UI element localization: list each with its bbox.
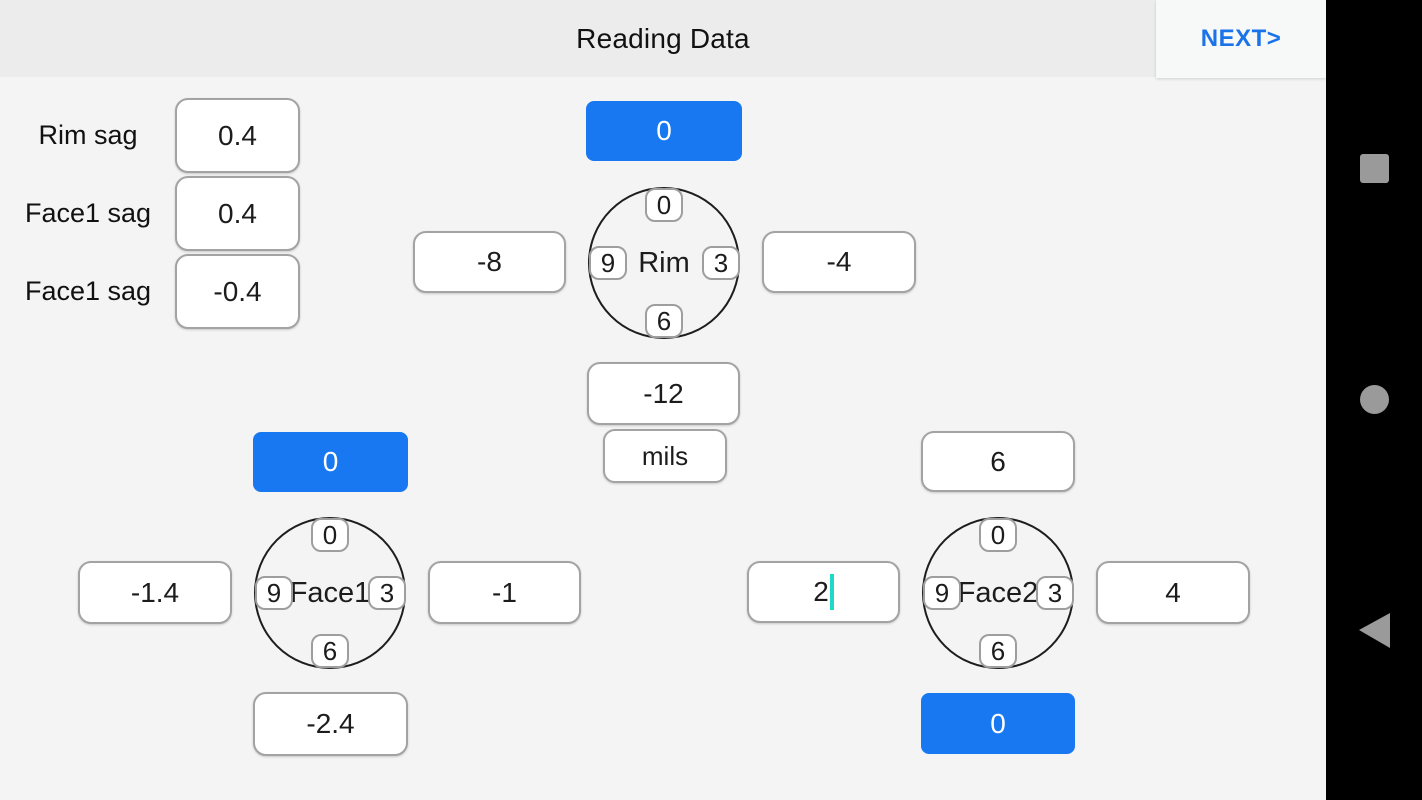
face1-right-value-input[interactable]: -1: [428, 561, 581, 624]
rim-left-value-input[interactable]: -8: [413, 231, 566, 293]
face2-clock-6[interactable]: 6: [979, 634, 1017, 668]
face1-clock-3[interactable]: 3: [368, 576, 406, 610]
face1-clock-12[interactable]: 0: [311, 518, 349, 552]
face1-clock-6[interactable]: 6: [311, 634, 349, 668]
face2-left-value-text: 2: [813, 576, 829, 607]
rim-sag-label: Rim sag: [38, 119, 138, 150]
next-button[interactable]: NEXT>: [1156, 0, 1326, 78]
rim-bottom-value-input[interactable]: -12: [587, 362, 740, 425]
face1-dial-name: Face1: [289, 576, 371, 609]
rim-dial-name: Rim: [638, 246, 690, 279]
page-title: Reading Data: [576, 22, 750, 54]
rim-clock-3[interactable]: 3: [702, 246, 740, 280]
face2-clock-12[interactable]: 0: [979, 518, 1017, 552]
header-bar: Reading Data: [0, 0, 1326, 77]
rim-top-value-button[interactable]: 0: [586, 101, 742, 161]
face1-clock-9[interactable]: 9: [255, 576, 293, 610]
face1-left-value-input[interactable]: -1.4: [78, 561, 232, 624]
face1-sag-label: Face1 sag: [24, 197, 152, 228]
face2-clock-3[interactable]: 3: [1036, 576, 1074, 610]
face2-sag-label: Face1 sag: [24, 275, 152, 306]
units-box: mils: [603, 429, 727, 483]
back-icon[interactable]: [1359, 613, 1390, 648]
face2-dial-name: Face2: [957, 576, 1039, 609]
face2-left-value-input[interactable]: 2: [747, 561, 900, 623]
rim-sag-input[interactable]: 0.4: [175, 98, 300, 173]
face1-top-value-button[interactable]: 0: [253, 432, 408, 492]
rim-clock-12[interactable]: 0: [645, 188, 683, 222]
next-button-label: NEXT>: [1200, 25, 1282, 52]
face1-sag-input[interactable]: 0.4: [175, 176, 300, 251]
face2-top-value-input[interactable]: 6: [921, 431, 1075, 492]
home-icon[interactable]: [1360, 385, 1389, 414]
face2-right-value-input[interactable]: 4: [1096, 561, 1250, 624]
text-cursor: [829, 574, 834, 610]
rim-clock-9[interactable]: 9: [589, 246, 627, 280]
rim-right-value-input[interactable]: -4: [762, 231, 916, 293]
face2-clock-9[interactable]: 9: [923, 576, 961, 610]
rim-clock-6[interactable]: 6: [645, 304, 683, 338]
recents-icon[interactable]: [1360, 154, 1389, 183]
face2-sag-input[interactable]: -0.4: [175, 254, 300, 329]
face1-bottom-value-input[interactable]: -2.4: [253, 692, 408, 756]
face2-bottom-value-button[interactable]: 0: [921, 693, 1075, 754]
android-nav-bar: [1326, 0, 1422, 800]
